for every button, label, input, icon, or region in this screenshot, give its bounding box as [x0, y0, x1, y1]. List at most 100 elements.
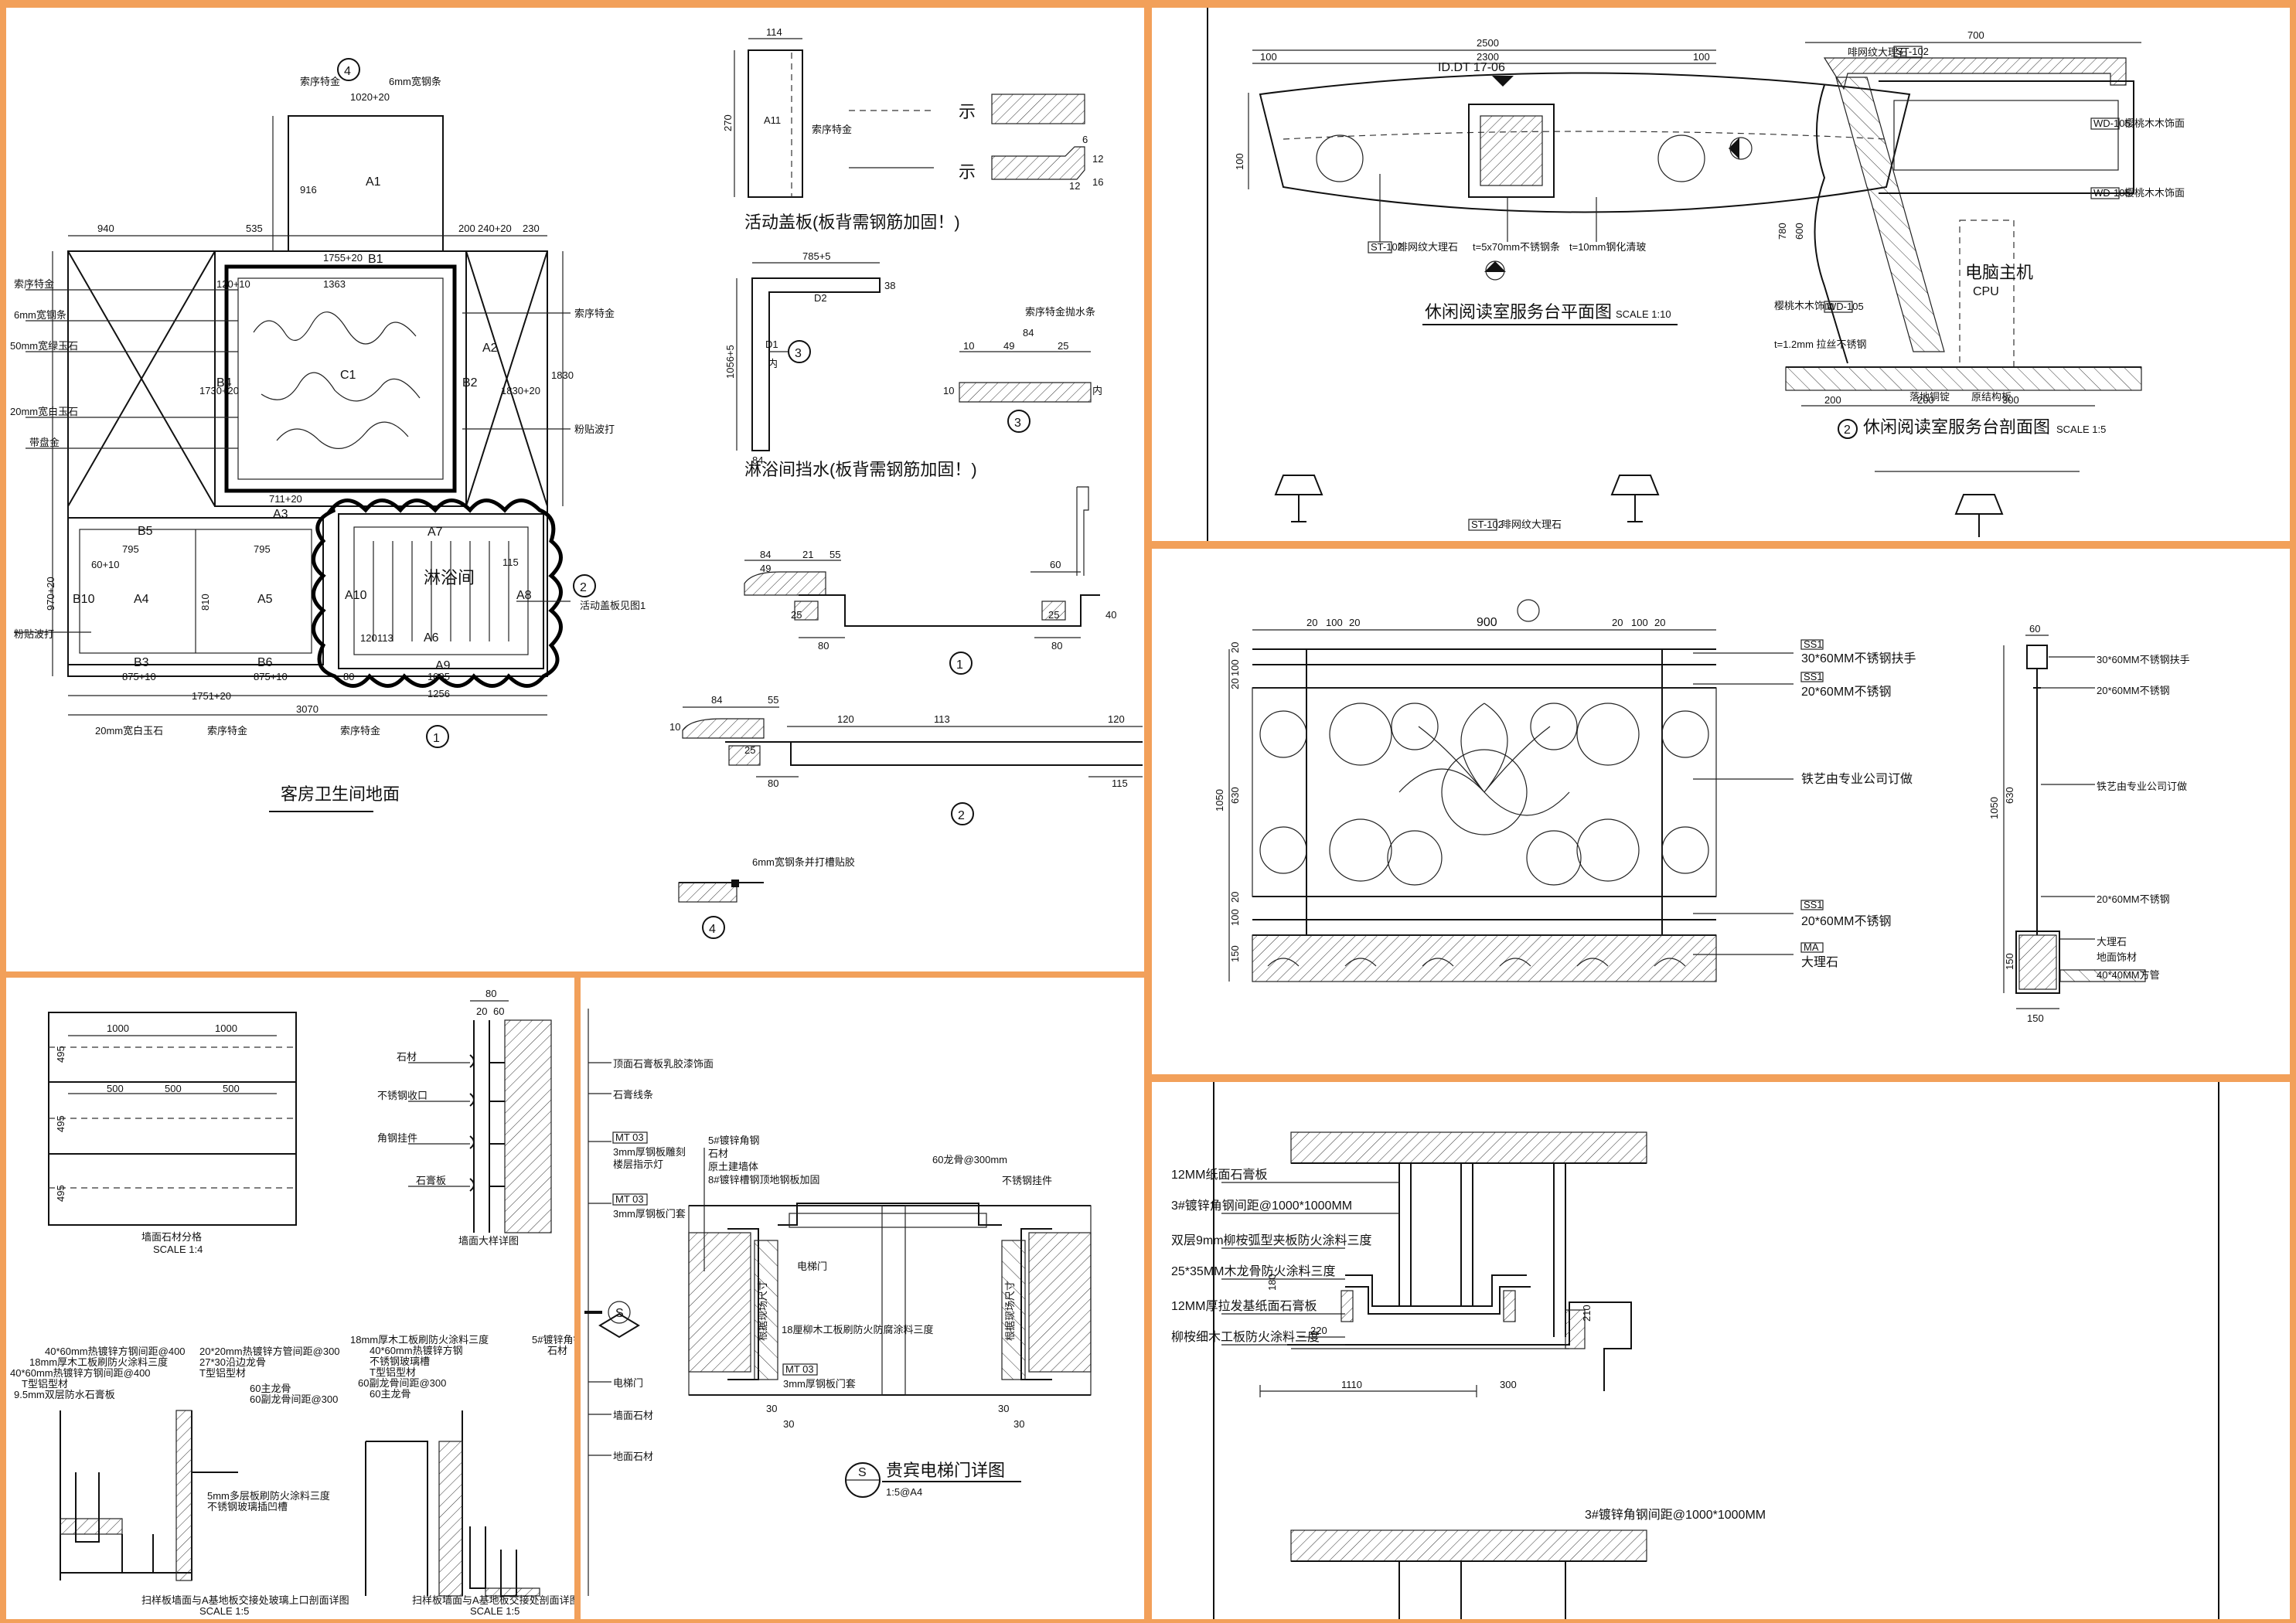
plan-title: 客房卫生间地面 [281, 784, 400, 804]
det-right-note: 60主龙骨 [250, 1383, 291, 1394]
dim: 785+5 [802, 250, 831, 262]
left-note-5: 带盘金 [29, 437, 60, 448]
dim: 2300 [1477, 51, 1499, 63]
area-a7: A7 [428, 526, 443, 539]
dim: 600 [1794, 223, 1805, 240]
dim: 1000 [215, 1022, 237, 1034]
left-note-4: 20mm宽白玉石 [10, 406, 78, 417]
dim: 916 [300, 184, 317, 196]
side-label: 根据现场尺寸 [757, 1281, 768, 1341]
sec-code: ST-102 [1896, 46, 1929, 57]
bottom-note-1: 粉贴波打 [14, 628, 54, 640]
side-note: 地面饰材 [2097, 951, 2137, 963]
det-mid-note: 不锈钢玻璃插凹槽 [207, 1501, 288, 1512]
service-desk-drawing: 2500 2300 100 100 ID.DT 17-06 100 ST-102… [1207, 8, 2185, 541]
det2-note: 40*60mm热镀锌方钢 [370, 1345, 463, 1356]
wall-note: 石膏板 [416, 1175, 446, 1186]
profile3-inner: 内 [1092, 385, 1102, 396]
bottom-note-2: 20mm宽白玉石 [95, 725, 163, 737]
det2-note: 5#镀锌角钢 [532, 1334, 574, 1346]
dim: 12 [1092, 153, 1103, 165]
side-label: 根据现场尺寸 [1004, 1281, 1016, 1341]
dim: 113 [377, 632, 393, 644]
dim: 180 [1266, 1274, 1278, 1291]
dim: 300 [2002, 394, 2019, 406]
title-marker: S [858, 1466, 867, 1479]
left-note-2: 6mm宽钢条 [14, 309, 66, 321]
sec-note: 落地铜锭 [1909, 391, 1950, 403]
det-left-note: 18mm厚木工板刷防火涂料三度 [29, 1356, 168, 1368]
elev-note: 3mm厚钢板门套 [613, 1208, 686, 1220]
dim: 100 [1229, 909, 1241, 926]
dim: 150 [2004, 953, 2015, 970]
dim: 1830 [551, 369, 574, 381]
area-b3: B3 [134, 656, 149, 669]
side-note: 铁艺由专业公司订做 [2097, 781, 2187, 792]
callout-4: 4 [344, 65, 351, 78]
dim: 810 [199, 594, 211, 611]
plan-note-steel: t=5x70mm不锈钢条 [1473, 241, 1560, 253]
grid-caption: 墙面石材分格 [141, 1231, 202, 1243]
plan-scale: SCALE 1:10 [1616, 308, 1671, 320]
legend-label-2: 示 [959, 162, 976, 182]
dim: 795 [122, 543, 139, 555]
det2-note: 18mm厚木工板刷防火涂料三度 [350, 1334, 489, 1346]
elevator-scale: 1:5@A4 [886, 1486, 922, 1498]
dim: 30 [783, 1418, 794, 1430]
dim: 16 [1092, 176, 1103, 188]
code: SS1 [1804, 671, 1823, 682]
dim: 20 [1612, 617, 1623, 628]
code: SS1 [1804, 899, 1823, 910]
side-note: 30*60MM不锈钢扶手 [2097, 654, 2190, 665]
dim: 100 [1234, 153, 1245, 170]
dim: 10 [943, 385, 954, 396]
caption-cover: 活动盖板(板背需钢筋加固！) [744, 213, 960, 232]
panel-wall-stone: 1000 1000 500 500 500 495 495 495 墙面石材分格… [6, 978, 574, 1619]
sec-note: t=1.2mm 拉丝不锈钢 [1774, 339, 1867, 350]
cpu-label-2: CPU [1973, 285, 1999, 298]
dim: 80 [1051, 640, 1062, 652]
dim: 10 [669, 721, 680, 733]
dim: 1256 [428, 688, 450, 699]
dim: 20 [476, 1005, 487, 1017]
callout-3b: 3 [1014, 417, 1021, 430]
elev-note: 顶面石膏板乳胶漆饰面 [613, 1058, 714, 1070]
door-code: MT 03 [785, 1363, 814, 1375]
det2-note: 石材 [547, 1345, 567, 1356]
dim: 55 [768, 694, 778, 706]
ceiling-note-2: 3#镀锌角钢间距@1000*1000MM [1171, 1199, 1352, 1213]
side-note: 20*60MM不锈钢 [2097, 893, 2170, 905]
dim: 495 [55, 1046, 66, 1063]
dim: 115 [1112, 777, 1128, 789]
elev-note: 3mm厚钢板雕刻 [613, 1146, 686, 1158]
dim: 38 [884, 280, 895, 291]
dim: 84 [760, 549, 771, 560]
elevator-title: 贵宾电梯门详图 [886, 1461, 1005, 1480]
top-note-1: 索序特金 [300, 76, 340, 87]
panel-elevator-door: 顶面石膏板乳胶漆饰面 石膏线条 MT 03 3mm厚钢板雕刻 楼层指示灯 MT … [581, 978, 1144, 1619]
dim: 115 [502, 556, 519, 568]
dim: 1110 [1341, 1379, 1362, 1390]
railing-drawing: 20 100 20 900 20 100 20 1050 20 100 20 6… [1214, 599, 2190, 1024]
dim: 1050 [1988, 797, 2000, 819]
dim: 100 [1631, 617, 1648, 628]
dim: 970+20 [45, 577, 56, 611]
area-a3: A3 [273, 508, 288, 521]
dim: 795 [254, 543, 271, 555]
rail-note-3: 铁艺由专业公司订做 [1801, 772, 1913, 786]
area-c1: C1 [340, 369, 356, 382]
cpu-label: 电脑主机 [1965, 263, 2033, 282]
legend-label-1: 示 [959, 102, 976, 121]
plan-note-glass: t=10mm钢化清玻 [1569, 241, 1646, 253]
dim: 1050 [1214, 789, 1225, 812]
wall-note: 角钢挂件 [377, 1132, 417, 1144]
det-caption: 扫样板墙面与A基地板交接处玻璃上口剖面详图 [141, 1594, 349, 1606]
dim: 1830+20 [501, 385, 540, 396]
dim: 495 [55, 1185, 66, 1202]
area-d2: D2 [814, 292, 827, 304]
dim: 1095 [428, 671, 450, 682]
dim: 200 [1917, 394, 1934, 406]
dim: 700 [1967, 29, 1984, 41]
area-a5: A5 [257, 593, 273, 606]
rail-note-1: 30*60MM不锈钢扶手 [1801, 652, 1916, 665]
